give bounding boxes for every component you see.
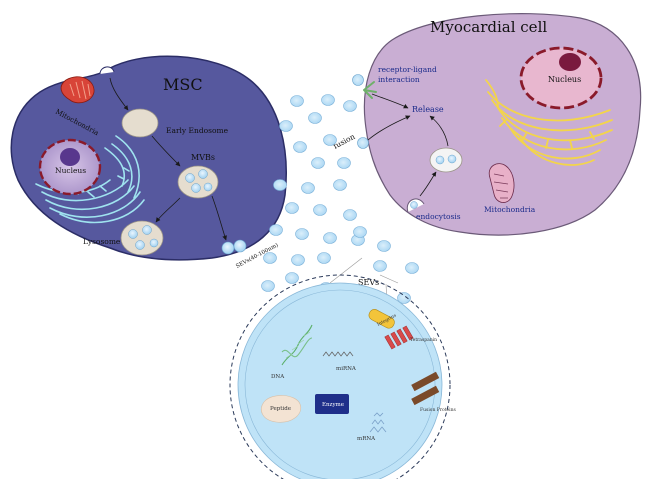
myocardial-mitochondria-label: Mitochondria — [484, 205, 536, 214]
sev-particle — [311, 157, 325, 169]
sev-particle — [285, 272, 299, 284]
mvbs-label: MVBs — [191, 153, 215, 162]
sev-particle — [273, 179, 287, 191]
sev-particle — [293, 141, 307, 153]
msc-nucleus-label: Nucleus — [55, 166, 86, 175]
early-endosome — [121, 108, 159, 138]
receptor-icon — [352, 74, 377, 99]
endocytosis-pit — [406, 198, 425, 213]
msc-invagination — [99, 66, 115, 75]
sev-particle — [373, 260, 387, 272]
myocardial-arrows — [367, 93, 449, 197]
sev-particle — [291, 254, 305, 266]
enzyme-label: Enzyme — [322, 402, 344, 408]
sev-particle — [295, 228, 309, 240]
tetraspanin-icon — [384, 325, 414, 350]
sev-zoom: DNA miRNA Peptide Enzyme mRNA Integrins — [229, 274, 457, 484]
myocardial-nucleus-label: Nucleus — [548, 75, 581, 84]
mirna-label: miRNA — [336, 366, 357, 372]
integrin-icon — [368, 309, 395, 329]
fusion-proteins-label: Fusion Proteins — [420, 407, 457, 413]
sev-particle — [397, 292, 411, 304]
endocytosis-label: endocytosis — [416, 212, 461, 221]
myocardial-er — [485, 79, 613, 166]
sev-lumen — [237, 282, 443, 484]
msc-mitochondria-icon — [60, 76, 95, 104]
receptor-ligand-label: receptor-ligand — [378, 65, 437, 74]
sev-particle — [279, 120, 293, 132]
msc-nucleus: Nucleus — [38, 138, 102, 196]
sev-particle — [308, 112, 322, 124]
mirna-icon — [322, 351, 354, 357]
release-label: Release — [412, 105, 444, 114]
sev-particle — [353, 226, 367, 238]
sev-particle — [263, 252, 277, 264]
lysosome-label: Lysosome — [83, 237, 121, 246]
mvb-body — [177, 165, 219, 199]
mrna-label: mRNA — [357, 436, 376, 442]
sev-particle — [301, 182, 315, 194]
sev-outer-membrane — [229, 274, 451, 484]
peptide-icon — [261, 395, 302, 423]
myocardial-title: Myocardial cell — [430, 18, 547, 36]
early-endosome-label: Early Endosome — [166, 126, 229, 135]
mrna-icon — [369, 412, 387, 433]
sev-particle — [290, 95, 304, 107]
fusion-protein-icon — [411, 371, 440, 406]
fusion-vesicle — [357, 137, 369, 149]
peptide-label: Peptide — [270, 406, 291, 412]
myocardial-endosome — [429, 147, 463, 173]
myocardial-mitochondria-icon — [488, 163, 515, 203]
sev-particle — [333, 179, 347, 191]
myocardial-cell: Myocardial cell Nucleus Mitochondria — [332, 13, 642, 236]
sev-particle — [343, 209, 357, 221]
interaction-label: interaction — [378, 75, 420, 84]
sev-particle — [269, 224, 283, 236]
lysosome-body — [120, 220, 164, 256]
tetraspanin-label: Tetraspanin — [410, 337, 437, 343]
sev-particle — [405, 262, 419, 274]
sev-label: SEVs — [358, 278, 379, 287]
dna-icon — [281, 324, 313, 366]
enzyme-box — [315, 394, 349, 414]
msc-title: MSC — [163, 75, 203, 94]
sev-particle — [321, 94, 335, 106]
sev-particle — [285, 202, 299, 214]
msc-cell: MSC Mitochondria Early Endosome MVBs Lys… — [10, 55, 287, 270]
sev-particle — [377, 240, 391, 252]
sev-particle — [323, 232, 337, 244]
myocardial-nucleus: Nucleus — [519, 46, 603, 110]
sev-particle — [317, 252, 331, 264]
sev-particle — [337, 157, 351, 169]
sev-particle — [323, 134, 337, 146]
sev-particle — [261, 280, 275, 292]
msc-arrows — [109, 77, 227, 241]
sev-particle — [343, 100, 357, 112]
sev-particle — [313, 204, 327, 216]
dna-label: DNA — [271, 374, 285, 380]
